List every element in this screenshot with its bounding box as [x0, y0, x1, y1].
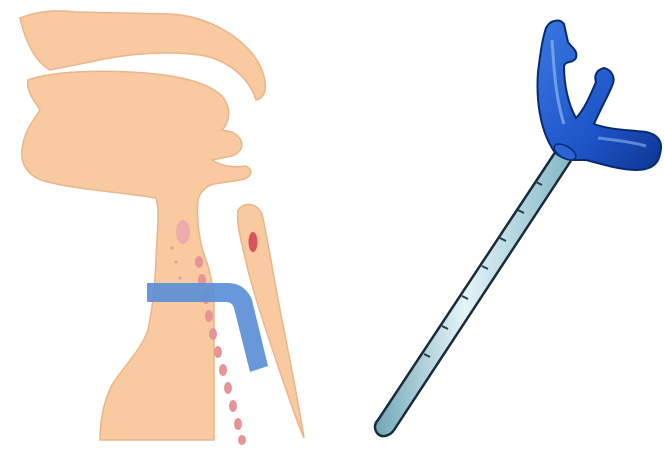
oral-cavity-shape	[22, 71, 251, 440]
y-tube-icon	[340, 0, 664, 449]
anatomy-panel	[0, 0, 340, 449]
head-neck-sagittal-icon	[0, 0, 340, 449]
epiglottis-highlight	[249, 232, 258, 252]
pharynx-highlight	[176, 220, 190, 244]
tube-shaft	[375, 148, 574, 436]
device-panel	[340, 0, 664, 449]
